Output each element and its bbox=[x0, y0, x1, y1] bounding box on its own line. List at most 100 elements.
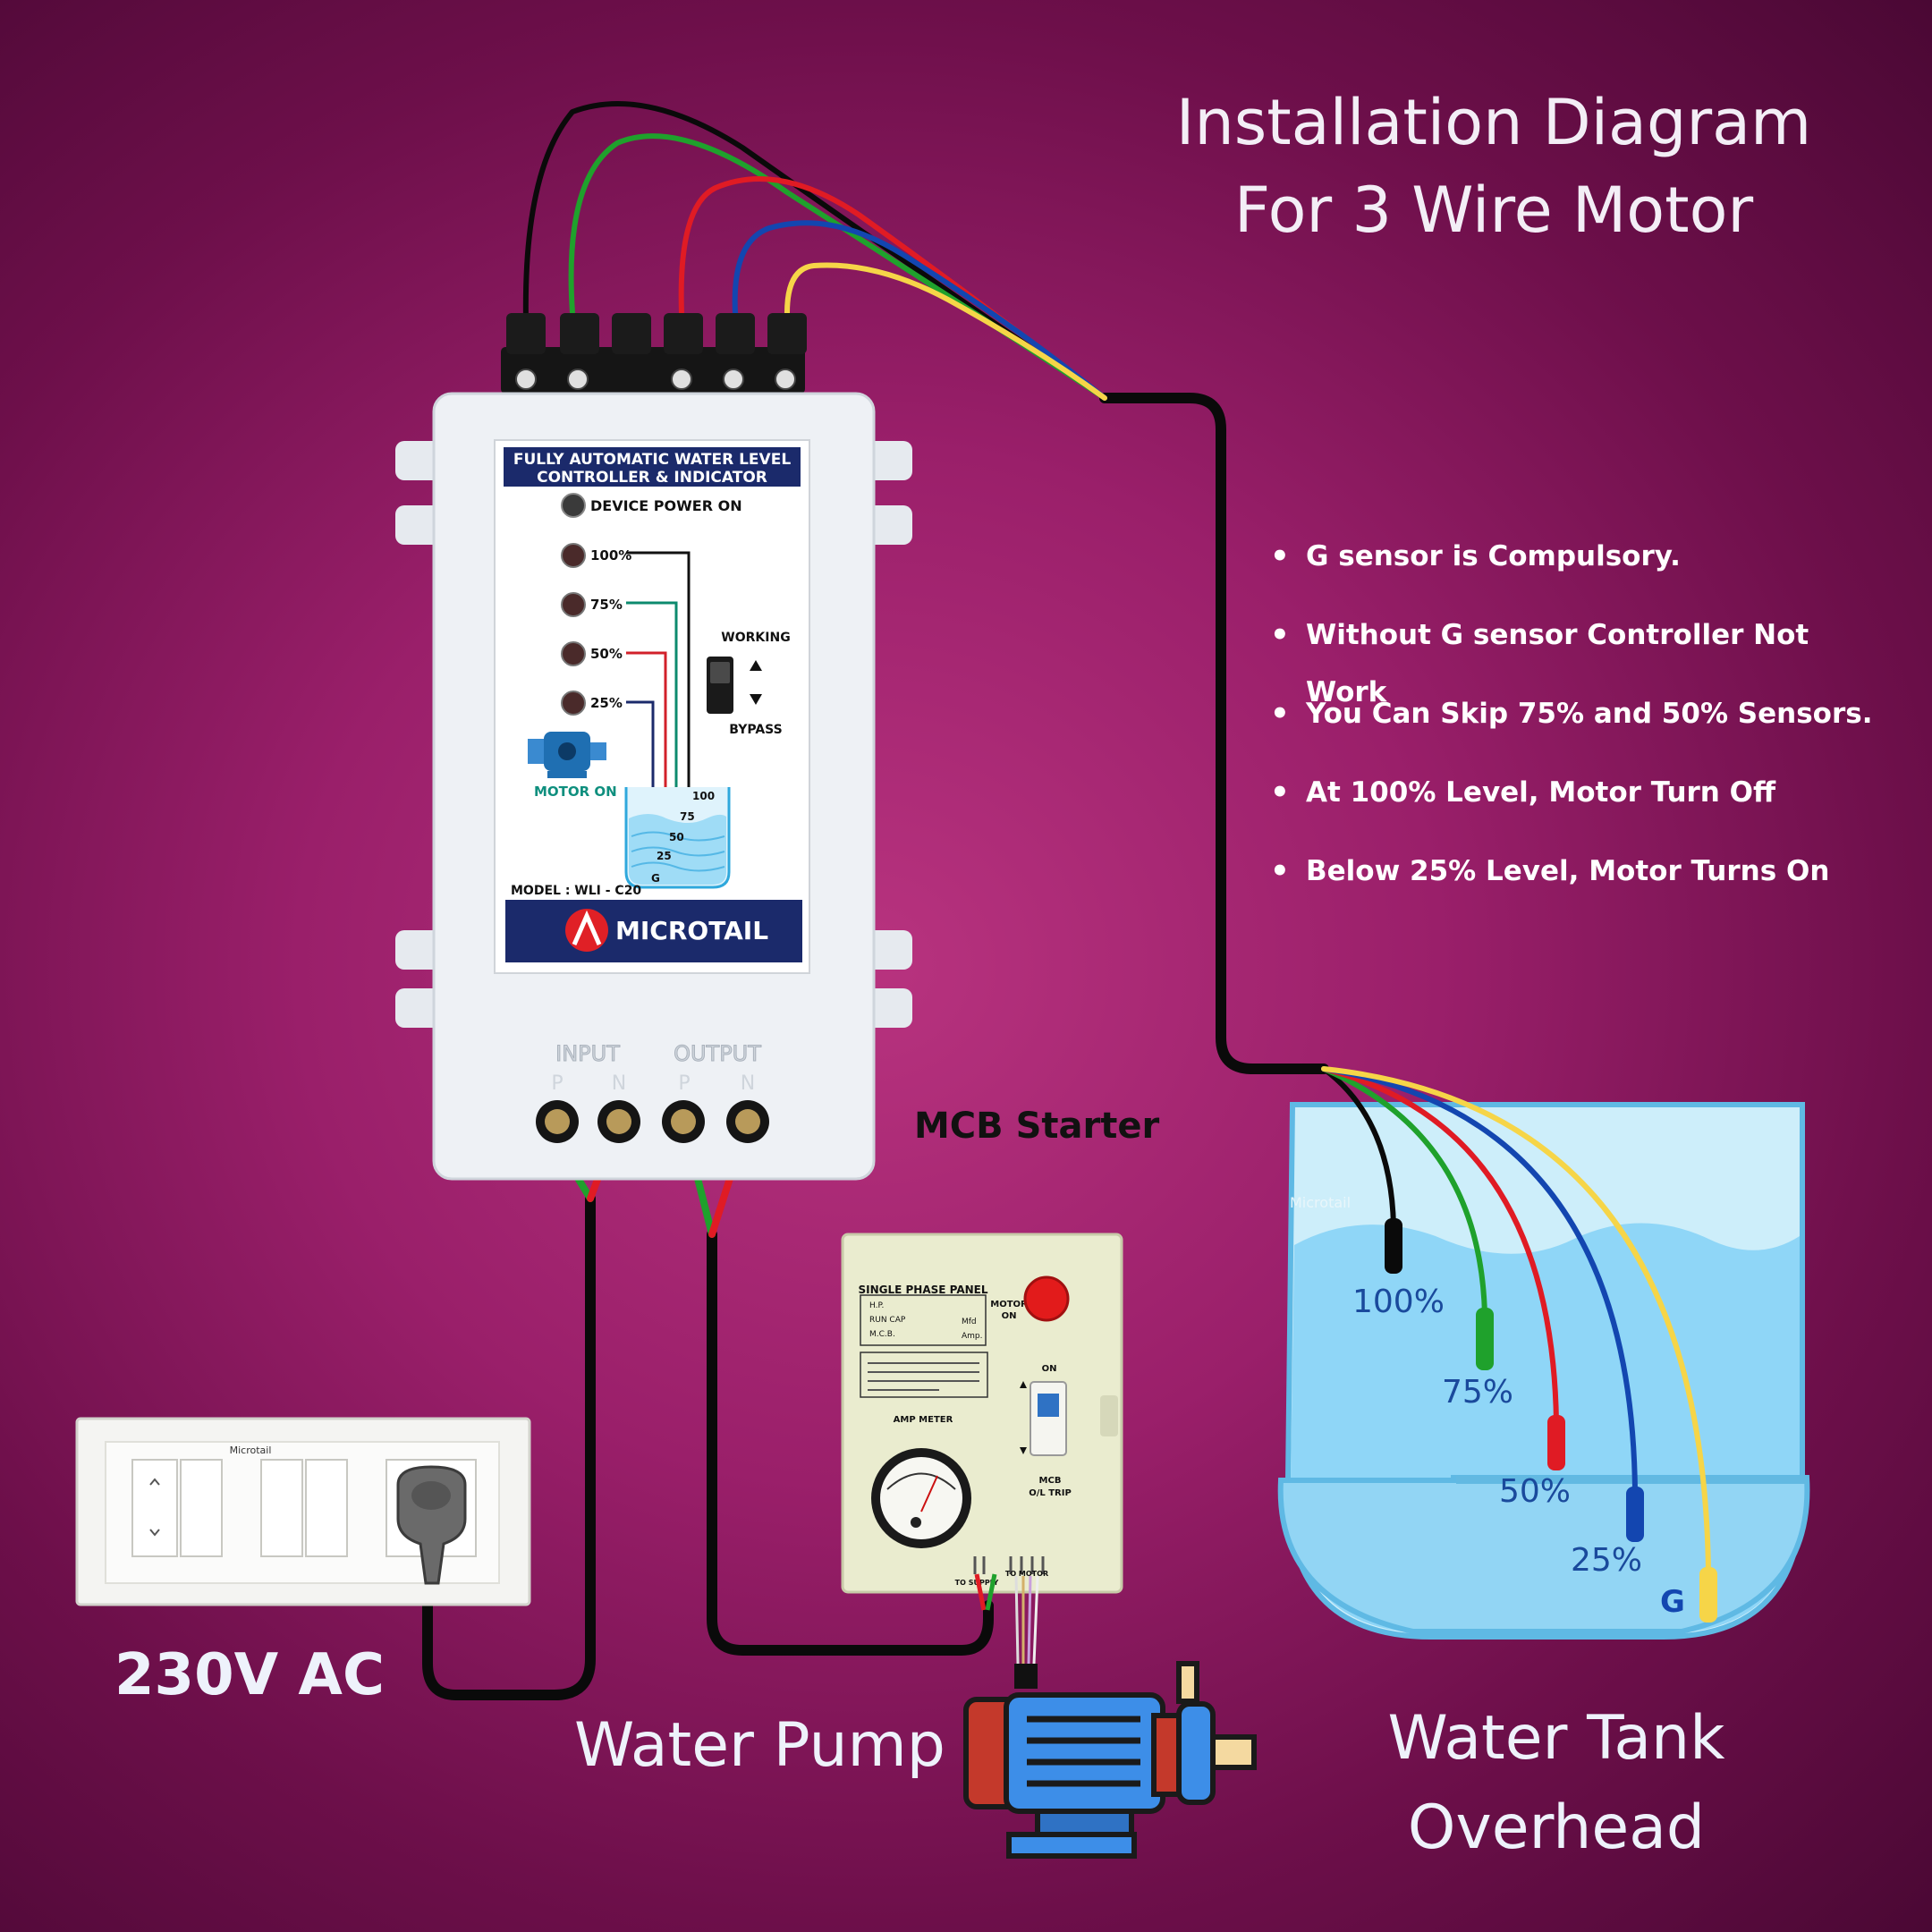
led-label-75: 75% bbox=[590, 597, 623, 613]
power-supply-label: 230V AC bbox=[114, 1642, 385, 1708]
led-25 bbox=[561, 691, 586, 716]
power-led-label: DEVICE POWER ON bbox=[590, 497, 742, 514]
green-probe-wire bbox=[1321, 1066, 1487, 1318]
led-label-50: 50% bbox=[590, 646, 623, 662]
probe-label-100: 100 bbox=[692, 790, 715, 802]
panel-amp: Amp. bbox=[962, 1332, 983, 1341]
output-motor-cable bbox=[707, 1229, 994, 1656]
brand-name: MICROTAIL bbox=[615, 916, 768, 945]
wall-switch[interactable] bbox=[131, 1459, 178, 1557]
black-probe-wire bbox=[1321, 1066, 1396, 1228]
terminal-n-output: N bbox=[741, 1072, 755, 1095]
note-item: You Can Skip 75% and 50% Sensors. bbox=[1270, 685, 1896, 764]
note-item: Without G sensor Controller Not Work bbox=[1270, 606, 1896, 708]
yellow-probe-wire bbox=[1321, 1066, 1711, 1577]
mcb-trip-label-1: MCB bbox=[1039, 1476, 1062, 1486]
panel-run-cap: RUN CAP bbox=[869, 1316, 906, 1325]
motor-on-lamp bbox=[1023, 1275, 1070, 1322]
mcb-breaker[interactable] bbox=[1030, 1381, 1067, 1456]
diagram-title: Installation Diagram For 3 Wire Motor bbox=[1118, 79, 1869, 254]
panel-mfd: Mfd bbox=[962, 1318, 977, 1326]
power-led bbox=[561, 493, 586, 518]
mini-tank: 100 75 50 25 G bbox=[624, 787, 731, 889]
controller-header-1: FULLY AUTOMATIC WATER LEVEL bbox=[513, 451, 791, 469]
mcb-trip-label-2: O/L TRIP bbox=[1029, 1488, 1072, 1498]
mcb-starter-panel: SINGLE PHASE PANEL H.P. RUN CAP M.C.B. M… bbox=[841, 1233, 1123, 1689]
tank-level-75: 75% bbox=[1442, 1374, 1513, 1411]
controller-header-2: CONTROLLER & INDICATOR bbox=[537, 469, 767, 487]
led-label-25: 25% bbox=[590, 695, 623, 711]
tank-level-100: 100% bbox=[1352, 1284, 1445, 1320]
sensor-wires bbox=[422, 101, 1711, 1700]
water-tank-label-line-1: Water Tank bbox=[1387, 1703, 1725, 1774]
water-tank: Microtail bbox=[1277, 1102, 1810, 1640]
note-item: At 100% Level, Motor Turn Off bbox=[1270, 764, 1896, 843]
panel-title: SINGLE PHASE PANEL bbox=[858, 1284, 987, 1296]
switch-board: Microtail bbox=[75, 1417, 531, 1606]
note-item: Below 25% Level, Motor Turns On bbox=[1270, 843, 1896, 921]
title-line-2: For 3 Wire Motor bbox=[1233, 174, 1754, 247]
tank-level-50: 50% bbox=[1499, 1473, 1571, 1510]
motor-on-lamp-label-1: MOTOR bbox=[990, 1300, 1028, 1309]
screw-terminals bbox=[536, 1100, 769, 1143]
terminal-p-input: P bbox=[551, 1072, 563, 1095]
model-number: MODEL : WLI - C20 bbox=[511, 884, 641, 898]
probe-50 bbox=[1547, 1415, 1565, 1470]
note-item: G sensor is Compulsory. bbox=[1270, 528, 1896, 606]
led-75 bbox=[561, 592, 586, 617]
to-motor-label: TO MOTOR bbox=[1005, 1570, 1048, 1578]
switch-working-label: WORKING bbox=[721, 631, 790, 645]
motor-on-lamp-label-2: ON bbox=[1002, 1311, 1017, 1321]
water-pump-label: Water Pump bbox=[574, 1710, 945, 1781]
probe-label-g: G bbox=[651, 872, 660, 885]
probe-100 bbox=[1385, 1218, 1402, 1274]
motor-on-indicator: MOTOR ON bbox=[534, 784, 617, 800]
terminal-n-input: N bbox=[612, 1072, 626, 1095]
tank-level-25: 25% bbox=[1571, 1542, 1642, 1579]
terminal-p-output: P bbox=[678, 1072, 690, 1095]
black-wire-to-tank bbox=[1099, 393, 1329, 1074]
red-probe-wire bbox=[1321, 1066, 1559, 1425]
probe-75 bbox=[1476, 1308, 1494, 1370]
wall-switch[interactable] bbox=[180, 1459, 223, 1557]
switchboard-brand: Microtail bbox=[230, 1445, 272, 1456]
terminal-output-label: OUTPUT bbox=[674, 1041, 761, 1066]
yellow-sensor-wire bbox=[784, 262, 1107, 401]
mcb-starter-label: MCB Starter bbox=[914, 1106, 1160, 1147]
led-100 bbox=[561, 543, 586, 568]
tank-level-g: G bbox=[1660, 1584, 1685, 1620]
motor-icon bbox=[528, 732, 606, 778]
probe-25 bbox=[1626, 1487, 1644, 1542]
input-supply-cable bbox=[422, 1193, 596, 1700]
blue-sensor-wire bbox=[732, 220, 1107, 401]
plug bbox=[396, 1465, 467, 1585]
led-50 bbox=[561, 641, 586, 666]
tank-watermark: Microtail bbox=[1290, 1194, 1351, 1211]
mcb-on-label: ON bbox=[1042, 1364, 1057, 1374]
probe-g bbox=[1699, 1567, 1717, 1623]
wall-switch[interactable] bbox=[260, 1459, 303, 1557]
panel-mcb: M.C.B. bbox=[869, 1330, 895, 1339]
amp-meter-label: AMP METER bbox=[894, 1415, 953, 1425]
switch-bypass-label: BYPASS bbox=[729, 723, 782, 737]
black-sensor-wire bbox=[522, 101, 1107, 401]
controller-unit: FULLY AUTOMATIC WATER LEVEL CONTROLLER &… bbox=[395, 313, 912, 1181]
blue-probe-wire bbox=[1321, 1066, 1638, 1496]
amp-meter bbox=[871, 1448, 971, 1548]
tank-probes: 100% 75% 50% 25% G bbox=[1352, 1218, 1717, 1623]
probe-label-50: 50 bbox=[669, 831, 684, 843]
led-label-100: 100% bbox=[590, 547, 631, 564]
brand-logo bbox=[565, 909, 608, 952]
brand-banner bbox=[505, 900, 802, 962]
installation-notes: G sensor is Compulsory. Without G sensor… bbox=[1270, 528, 1896, 921]
water-pump-icon bbox=[963, 1661, 1257, 1859]
title-line-1: Installation Diagram bbox=[1175, 86, 1812, 159]
wall-switch[interactable] bbox=[305, 1459, 348, 1557]
probe-label-25: 25 bbox=[657, 850, 672, 862]
terminal-input-label: INPUT bbox=[555, 1041, 620, 1066]
water-tank-label-line-2: Overhead bbox=[1407, 1792, 1706, 1863]
water-tank-label: Water Tank Overhead bbox=[1342, 1694, 1771, 1873]
panel-hp: H.P. bbox=[869, 1301, 884, 1310]
